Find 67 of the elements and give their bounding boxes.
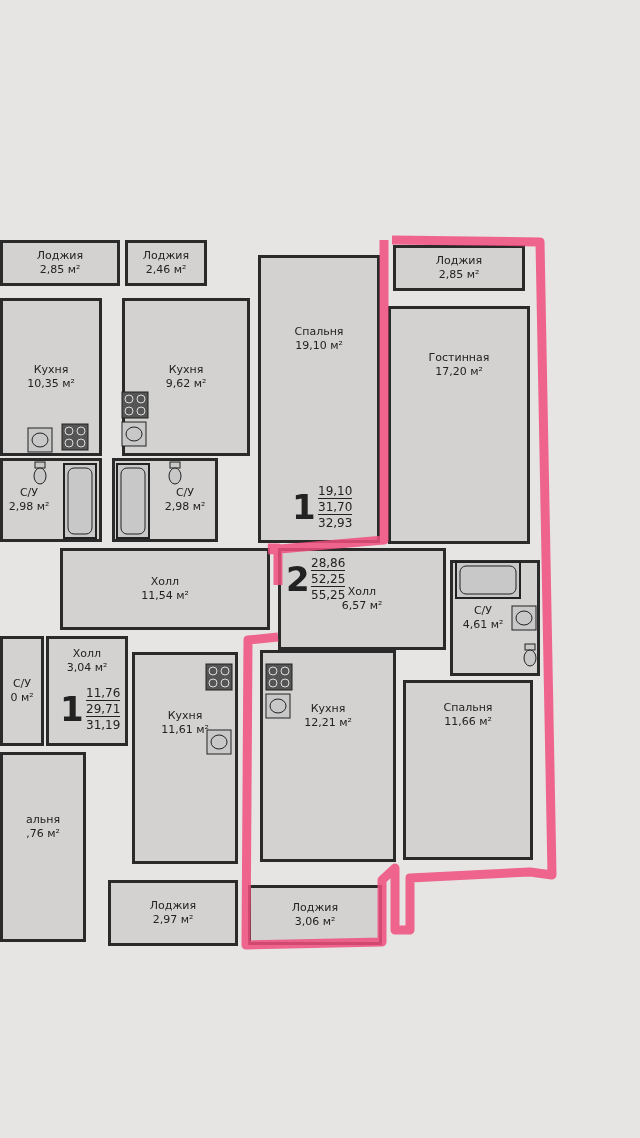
room-name: Лоджия — [435, 254, 483, 268]
kitchen-room — [132, 652, 238, 864]
room-name: С/У — [472, 604, 494, 618]
room-area: 11,61 м² — [161, 723, 209, 737]
room-name: Кухня — [167, 363, 205, 377]
area-figure: 28,86 — [311, 556, 346, 571]
bedroom-room — [0, 752, 86, 942]
room-area: 11,66 м² — [443, 715, 493, 729]
loggia-room — [0, 240, 120, 286]
room-area: 19,10 м² — [294, 339, 344, 353]
area-figure: 52,25 — [311, 572, 346, 587]
room-area: 2,98 м² — [8, 500, 50, 514]
area-figure: 31,19 — [86, 718, 121, 732]
room-area: 17,20 м² — [428, 365, 490, 379]
room-area: 9,62 м² — [165, 377, 207, 391]
room-area: 2,85 м² — [435, 268, 483, 282]
hall-room — [278, 548, 446, 650]
room-name: Кухня — [309, 702, 347, 716]
room-name: Гостинная — [428, 351, 490, 365]
bedroom-room — [258, 255, 380, 543]
bedroom-room — [403, 680, 533, 860]
kitchen-room — [0, 298, 102, 456]
room-name: Спальня — [294, 325, 344, 339]
room-area: 3,04 м² — [66, 661, 108, 675]
room-area: 0 м² — [10, 691, 34, 705]
room-name: Кухня — [166, 709, 204, 723]
bathroom-room — [0, 636, 44, 746]
apartment-number: 1 — [292, 490, 316, 524]
room-name: С/У — [11, 677, 33, 691]
room-area: 3,06 м² — [291, 915, 339, 929]
room-area: 4,61 м² — [462, 618, 504, 632]
room-area: 11,54 м² — [141, 589, 189, 603]
loggia-room — [393, 245, 525, 291]
apartment-number: 1 — [60, 692, 84, 726]
living-room — [388, 306, 530, 544]
area-figure: 29,71 — [86, 702, 121, 717]
area-figure: 19,10 — [318, 484, 353, 499]
room-name: Лоджия — [36, 249, 84, 263]
kitchen-room — [260, 650, 396, 862]
room-area: ,76 м² — [25, 827, 61, 841]
room-name: Лоджия — [149, 899, 197, 913]
room-name: Кухня — [32, 363, 70, 377]
room-name: С/У — [174, 486, 196, 500]
area-figure: 55,25 — [311, 588, 346, 602]
room-name: С/У — [18, 486, 40, 500]
apartment-number: 2 — [286, 562, 310, 596]
room-area: 6,57 м² — [341, 599, 383, 613]
loggia-room — [125, 240, 207, 286]
room-area: 2,98 м² — [164, 500, 206, 514]
room-area: 12,21 м² — [304, 716, 352, 730]
area-figure: 31,70 — [318, 500, 353, 515]
room-area: 2,85 м² — [36, 263, 84, 277]
room-name: Лоджия — [291, 901, 339, 915]
area-figure: 11,76 — [86, 686, 121, 701]
room-area: 2,97 м² — [149, 913, 197, 927]
room-name: Холл — [149, 575, 181, 589]
room-name: Лоджия — [142, 249, 190, 263]
loggia-room — [108, 880, 238, 946]
room-name: Холл — [71, 647, 103, 661]
hall-room — [60, 548, 270, 630]
room-name: альня — [25, 813, 61, 827]
room-area: 10,35 м² — [27, 377, 75, 391]
hall-room — [46, 636, 128, 746]
room-name: Спальня — [443, 701, 493, 715]
kitchen-room — [122, 298, 250, 456]
area-figure: 32,93 — [318, 516, 353, 530]
room-area: 2,46 м² — [142, 263, 190, 277]
